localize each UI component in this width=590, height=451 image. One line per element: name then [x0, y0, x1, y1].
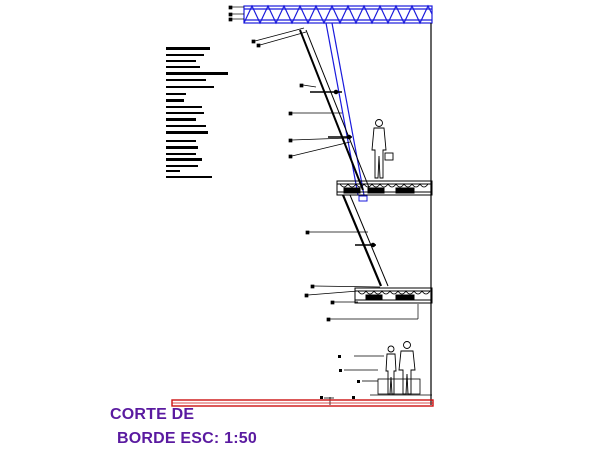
briefcase-person-icon: [371, 119, 394, 179]
roof-truss: [243, 4, 433, 196]
standing-person-icon: [398, 341, 416, 395]
lower-slab: [354, 287, 433, 304]
annotation-leaders: [251, 27, 419, 322]
ground-line: [171, 399, 434, 407]
ground-leader-dots: [320, 355, 360, 399]
section-title-line2: BORDE ESC: 1:50: [117, 430, 257, 447]
upper-slab: [336, 180, 433, 202]
ground-details: [324, 355, 432, 405]
inclined-mullions: [299, 29, 389, 287]
notes-block: [166, 47, 228, 178]
truss-leaders: [228, 5, 244, 22]
child-figure-icon: [385, 345, 397, 395]
section-title-line1: CORTE DE: [110, 406, 195, 423]
